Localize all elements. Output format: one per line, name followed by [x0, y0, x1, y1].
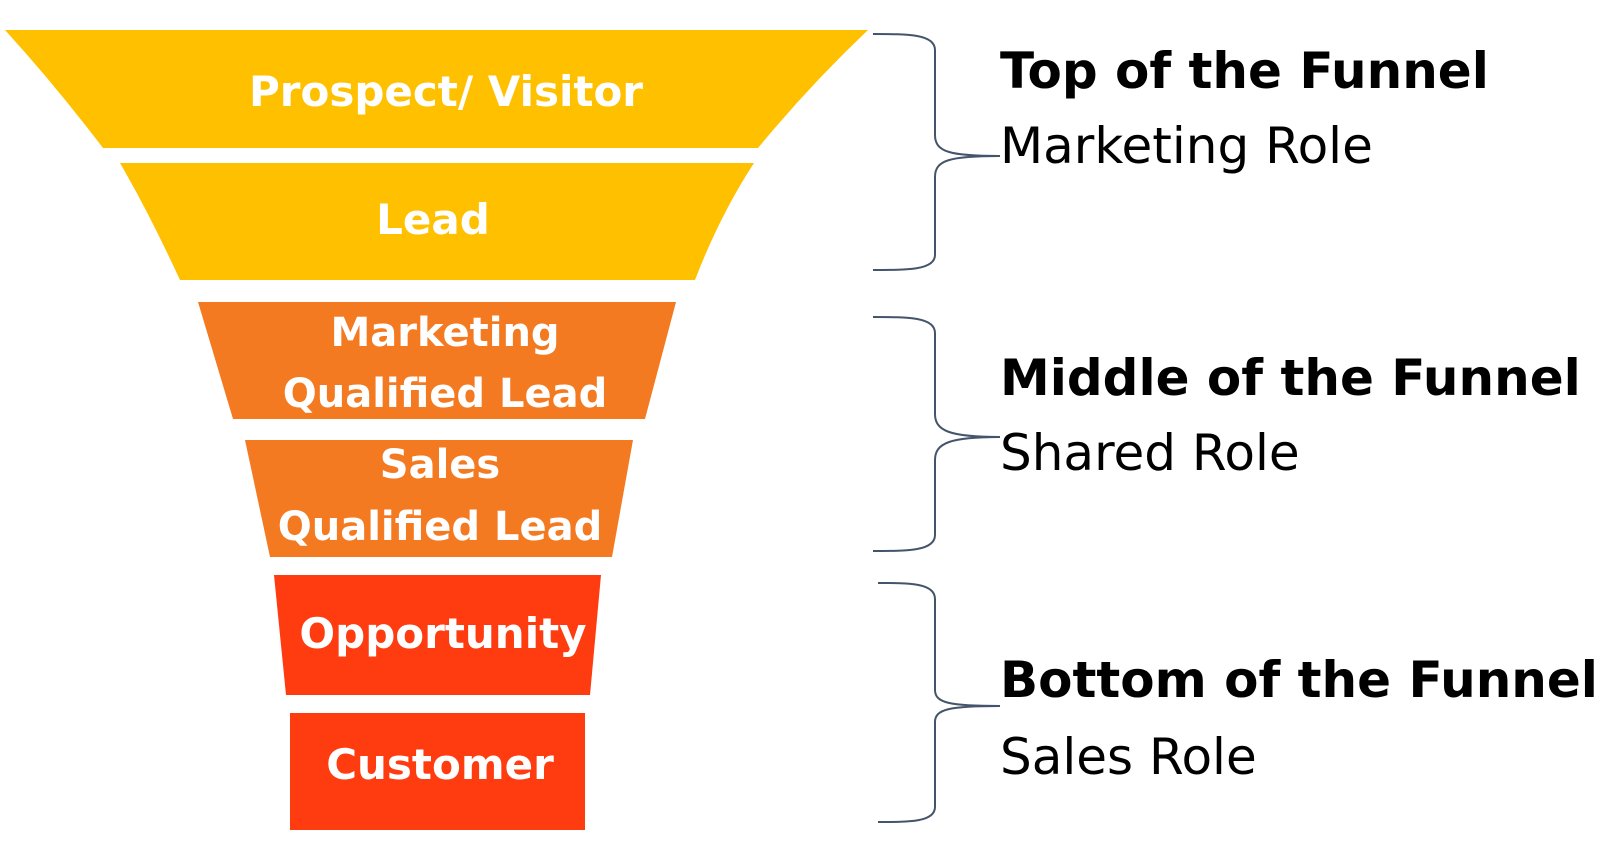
funnel-stage-marketing-qualified-lead: Marketing Qualified Lead: [198, 302, 676, 419]
funnel-stage-shape: [245, 440, 633, 557]
funnel-stage-shape: [120, 163, 754, 280]
funnel-stage-shape: [5, 30, 868, 148]
funnel-stage-sales-qualified-lead: Sales Qualified Lead: [245, 440, 633, 557]
phase-bottom-of-funnel: Bottom of the Funnel Sales Role: [1000, 651, 1598, 786]
brace-bottom-of-funnel: [877, 582, 1001, 823]
phase-title: Middle of the Funnel: [1000, 349, 1581, 407]
phase-role: Marketing Role: [1000, 117, 1373, 175]
phase-title: Bottom of the Funnel: [1000, 651, 1598, 709]
funnel-stage-customer: Customer: [290, 713, 585, 830]
funnel-stage-label: Customer: [326, 740, 554, 789]
funnel-stage-prospect-visitor: Prospect/ Visitor: [5, 30, 868, 148]
phase-middle-of-funnel: Middle of the Funnel Shared Role: [1000, 349, 1581, 482]
funnel-stage-shape: [290, 713, 585, 830]
funnel-stage-label-line-1: Sales: [380, 442, 500, 488]
phase-role: Shared Role: [1000, 424, 1300, 482]
phase-role: Sales Role: [1000, 728, 1257, 786]
funnel-stage-label-line-2: Qualified Lead: [283, 371, 607, 417]
brace-top-of-funnel: [872, 33, 1001, 271]
funnel-stage-opportunity: Opportunity: [274, 575, 601, 695]
funnel-stage-label-line-1: Marketing: [330, 310, 559, 356]
funnel-stage-label: Prospect/ Visitor: [249, 67, 643, 116]
funnel: Prospect/ Visitor Lead Marketing Qualifi…: [5, 30, 868, 830]
funnel-stage-label-line-2: Qualified Lead: [278, 504, 602, 550]
funnel-stage-lead: Lead: [120, 163, 754, 280]
funnel-stage-shape: [198, 302, 676, 419]
phase-title: Top of the Funnel: [1000, 42, 1489, 100]
funnel-stage-label: Opportunity: [299, 609, 586, 658]
funnel-stage-shape: [274, 575, 601, 695]
brace-middle-of-funnel: [872, 316, 1001, 552]
phase-top-of-funnel: Top of the Funnel Marketing Role: [1000, 42, 1489, 175]
funnel-stage-label: Lead: [376, 195, 490, 244]
phase-braces: [872, 33, 1001, 823]
